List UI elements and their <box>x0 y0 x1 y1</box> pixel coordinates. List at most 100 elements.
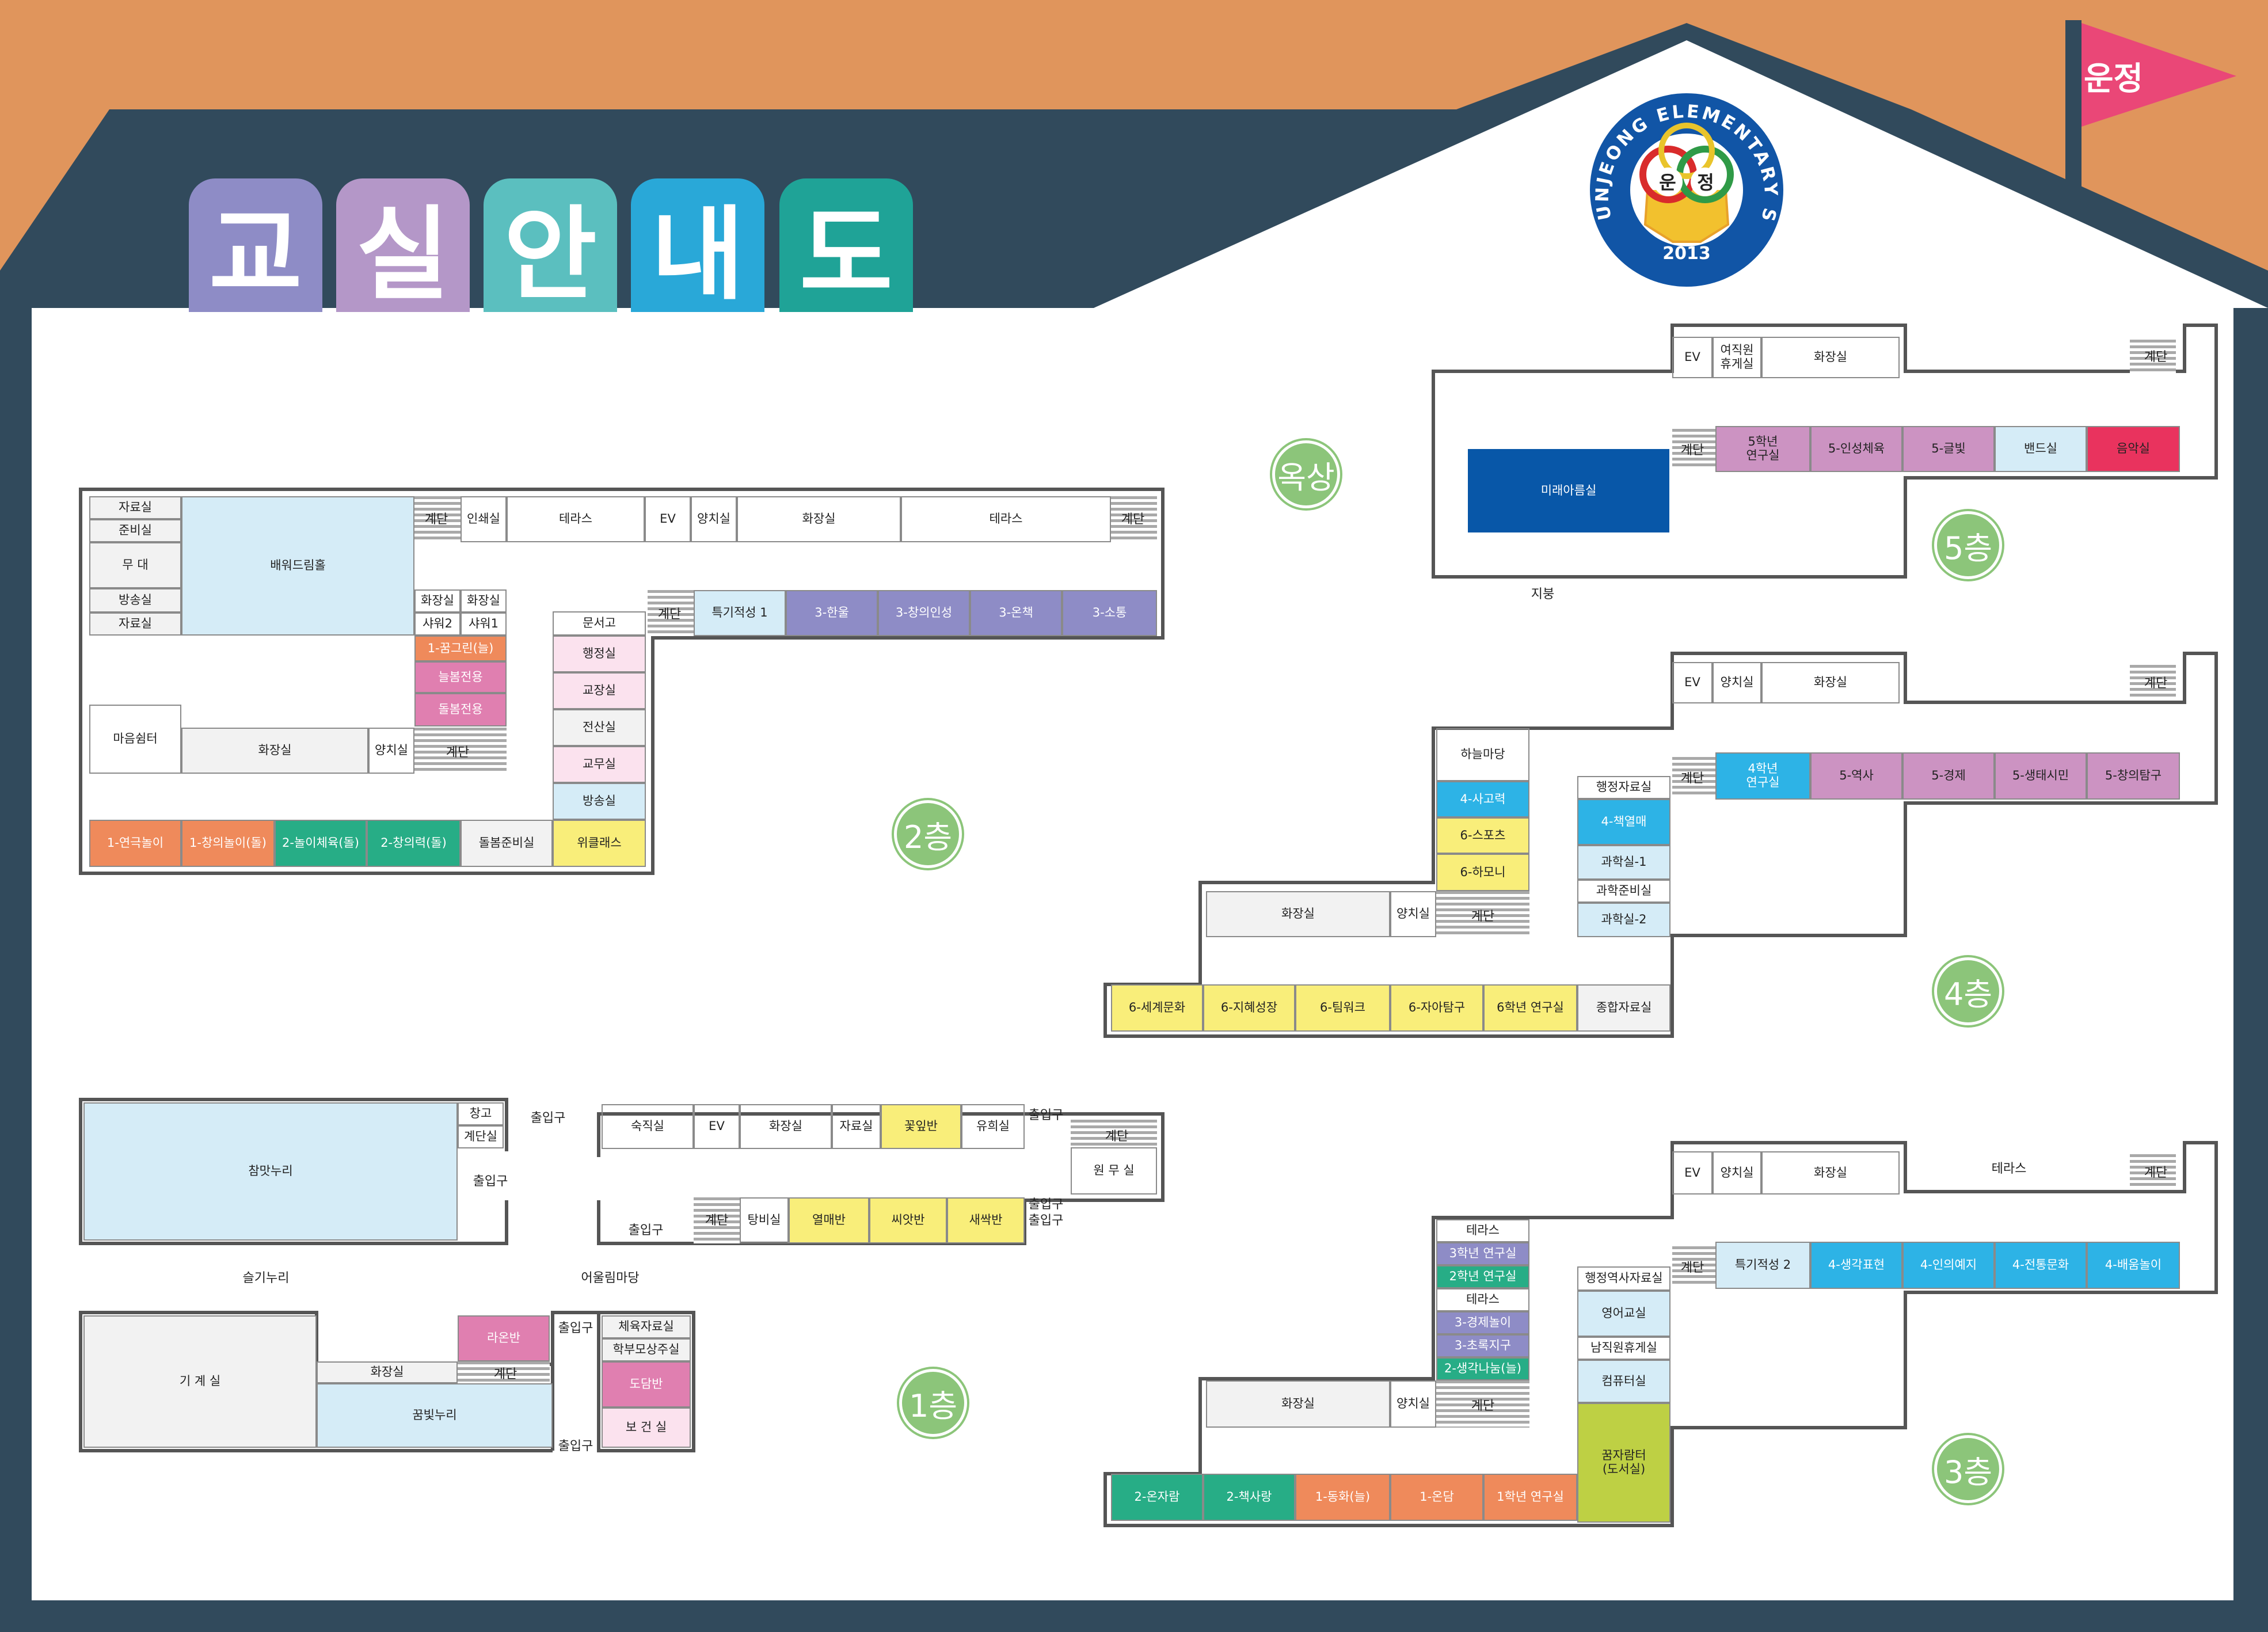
stairs <box>1436 891 1529 937</box>
stair-label: 계단 <box>446 745 470 760</box>
room: 늘봄전용 <box>414 661 507 693</box>
stairs <box>414 496 461 542</box>
room: EV <box>1672 1151 1713 1194</box>
room: 화장실 <box>737 496 901 542</box>
room: 6-팀워크 <box>1295 984 1390 1032</box>
room: 화장실 <box>1761 662 1900 703</box>
room: 자료실 <box>89 496 181 519</box>
room: 테라스 <box>1436 1219 1529 1242</box>
room: 화장실 <box>414 589 461 613</box>
room: 6-하모니 <box>1436 854 1529 891</box>
room-hall: 배워드림홀 <box>181 496 414 636</box>
school-flag <box>2081 23 2236 127</box>
stair-label: 계단 <box>1680 443 1704 458</box>
room: 계단실 <box>458 1125 504 1148</box>
room: 인쇄실 <box>461 496 507 542</box>
stair-label: 계단 <box>657 607 682 622</box>
room: 6-세계문화 <box>1111 984 1203 1032</box>
room: 샤워2 <box>414 613 461 636</box>
stair-label: 계단 <box>1680 771 1704 786</box>
room: 6학년 연구실 <box>1483 984 1577 1032</box>
title-char: 내 <box>631 178 764 314</box>
room: 3-온책 <box>970 590 1062 636</box>
room: 행정자료실 <box>1577 776 1670 799</box>
room: 테라스 <box>1436 1288 1529 1311</box>
room: 6-지혜성장 <box>1203 984 1295 1032</box>
room: 라온반 <box>458 1315 550 1361</box>
room: 3-한울 <box>786 590 878 636</box>
entrance-label: 출입구 <box>1028 1197 1064 1212</box>
floor5-outline <box>1432 324 2218 579</box>
room: 교무실 <box>553 746 646 783</box>
roof-label: 지붕 <box>1531 587 1555 602</box>
room: 테라스 <box>507 496 645 542</box>
room: 6-자아탐구 <box>1390 984 1483 1032</box>
room: 2-책사랑 <box>1203 1474 1295 1521</box>
stairs <box>2130 340 2176 374</box>
room: 씨앗반 <box>869 1197 947 1243</box>
room: 무 대 <box>89 542 181 588</box>
room: 화장실 <box>181 728 368 774</box>
entrance-label: 출입구 <box>1028 1108 1064 1123</box>
floor1-health-outline <box>597 1311 695 1452</box>
room: 5-경제 <box>1902 752 1995 800</box>
room: 하늘마당 <box>1436 728 1529 781</box>
stair-label: 계단 <box>1121 512 1145 527</box>
entrance-label: 출입구 <box>473 1174 508 1189</box>
room: 3-창의인성 <box>878 590 970 636</box>
room: 도담반 <box>602 1361 691 1407</box>
stairs <box>1672 1246 1715 1287</box>
room: 양치실 <box>1713 662 1761 703</box>
stairs <box>414 728 507 774</box>
room: 컴퓨터실 <box>1577 1360 1670 1403</box>
room: 5-역사 <box>1810 752 1902 800</box>
room: 특기적성 1 <box>694 590 786 636</box>
room: 여직원 휴게실 <box>1713 337 1761 378</box>
room: 2-창의력(돌) <box>367 820 461 867</box>
room: 1-창의놀이(돌) <box>181 820 275 867</box>
room: 화장실 <box>1206 891 1390 937</box>
room: 화장실 <box>740 1104 832 1149</box>
area-label: 슬기누리 <box>242 1271 290 1285</box>
room: 방송실 <box>553 783 646 820</box>
stair-label: 계단 <box>424 512 448 527</box>
entrance-label: 출입구 <box>558 1439 593 1454</box>
room: 4학년 연구실 <box>1715 752 1810 800</box>
room: 보 건 실 <box>602 1407 691 1448</box>
floor3-outline <box>1103 1141 2218 1527</box>
entrance-label: 출입구 <box>628 1223 664 1238</box>
room: 1-연극놀이 <box>89 820 181 867</box>
stair-label: 계단 <box>1105 1129 1129 1144</box>
room: 화장실 <box>1206 1380 1390 1428</box>
room: 음악실 <box>2087 426 2180 472</box>
room: 5학년 연구실 <box>1715 426 1810 472</box>
room: 방송실 <box>89 588 181 613</box>
floor-badge-5: 5층 <box>1934 511 2002 579</box>
room: 화장실 <box>317 1361 458 1383</box>
room: 과학준비실 <box>1577 880 1670 903</box>
terrace-label: 테라스 <box>1991 1162 2027 1176</box>
stairs <box>2130 665 2176 699</box>
room: 4-인의예지 <box>1902 1242 1995 1289</box>
room: 행정역사자료실 <box>1577 1266 1670 1291</box>
stairs <box>1111 496 1157 542</box>
room: 기 계 실 <box>83 1315 317 1448</box>
room: 4-사고력 <box>1436 781 1529 817</box>
floor2-outline <box>79 488 1165 875</box>
stairs <box>458 1361 550 1383</box>
area-label: 어울림마당 <box>581 1271 640 1285</box>
title-char: 안 <box>484 178 617 314</box>
room: 4-전통문화 <box>1995 1242 2087 1289</box>
room: 자료실 <box>832 1104 881 1149</box>
stair-label: 계단 <box>1471 1399 1495 1413</box>
room: EV <box>694 1104 740 1149</box>
room: 창고 <box>458 1102 504 1125</box>
svg-text:정: 정 <box>1697 172 1714 193</box>
room: EV <box>1672 337 1713 378</box>
room: 밴드실 <box>1995 426 2087 472</box>
stairs <box>648 590 694 636</box>
floor-badge-1: 1층 <box>899 1369 967 1437</box>
floor-badge-3: 3층 <box>1934 1435 2002 1503</box>
room: 영어교실 <box>1577 1291 1670 1337</box>
